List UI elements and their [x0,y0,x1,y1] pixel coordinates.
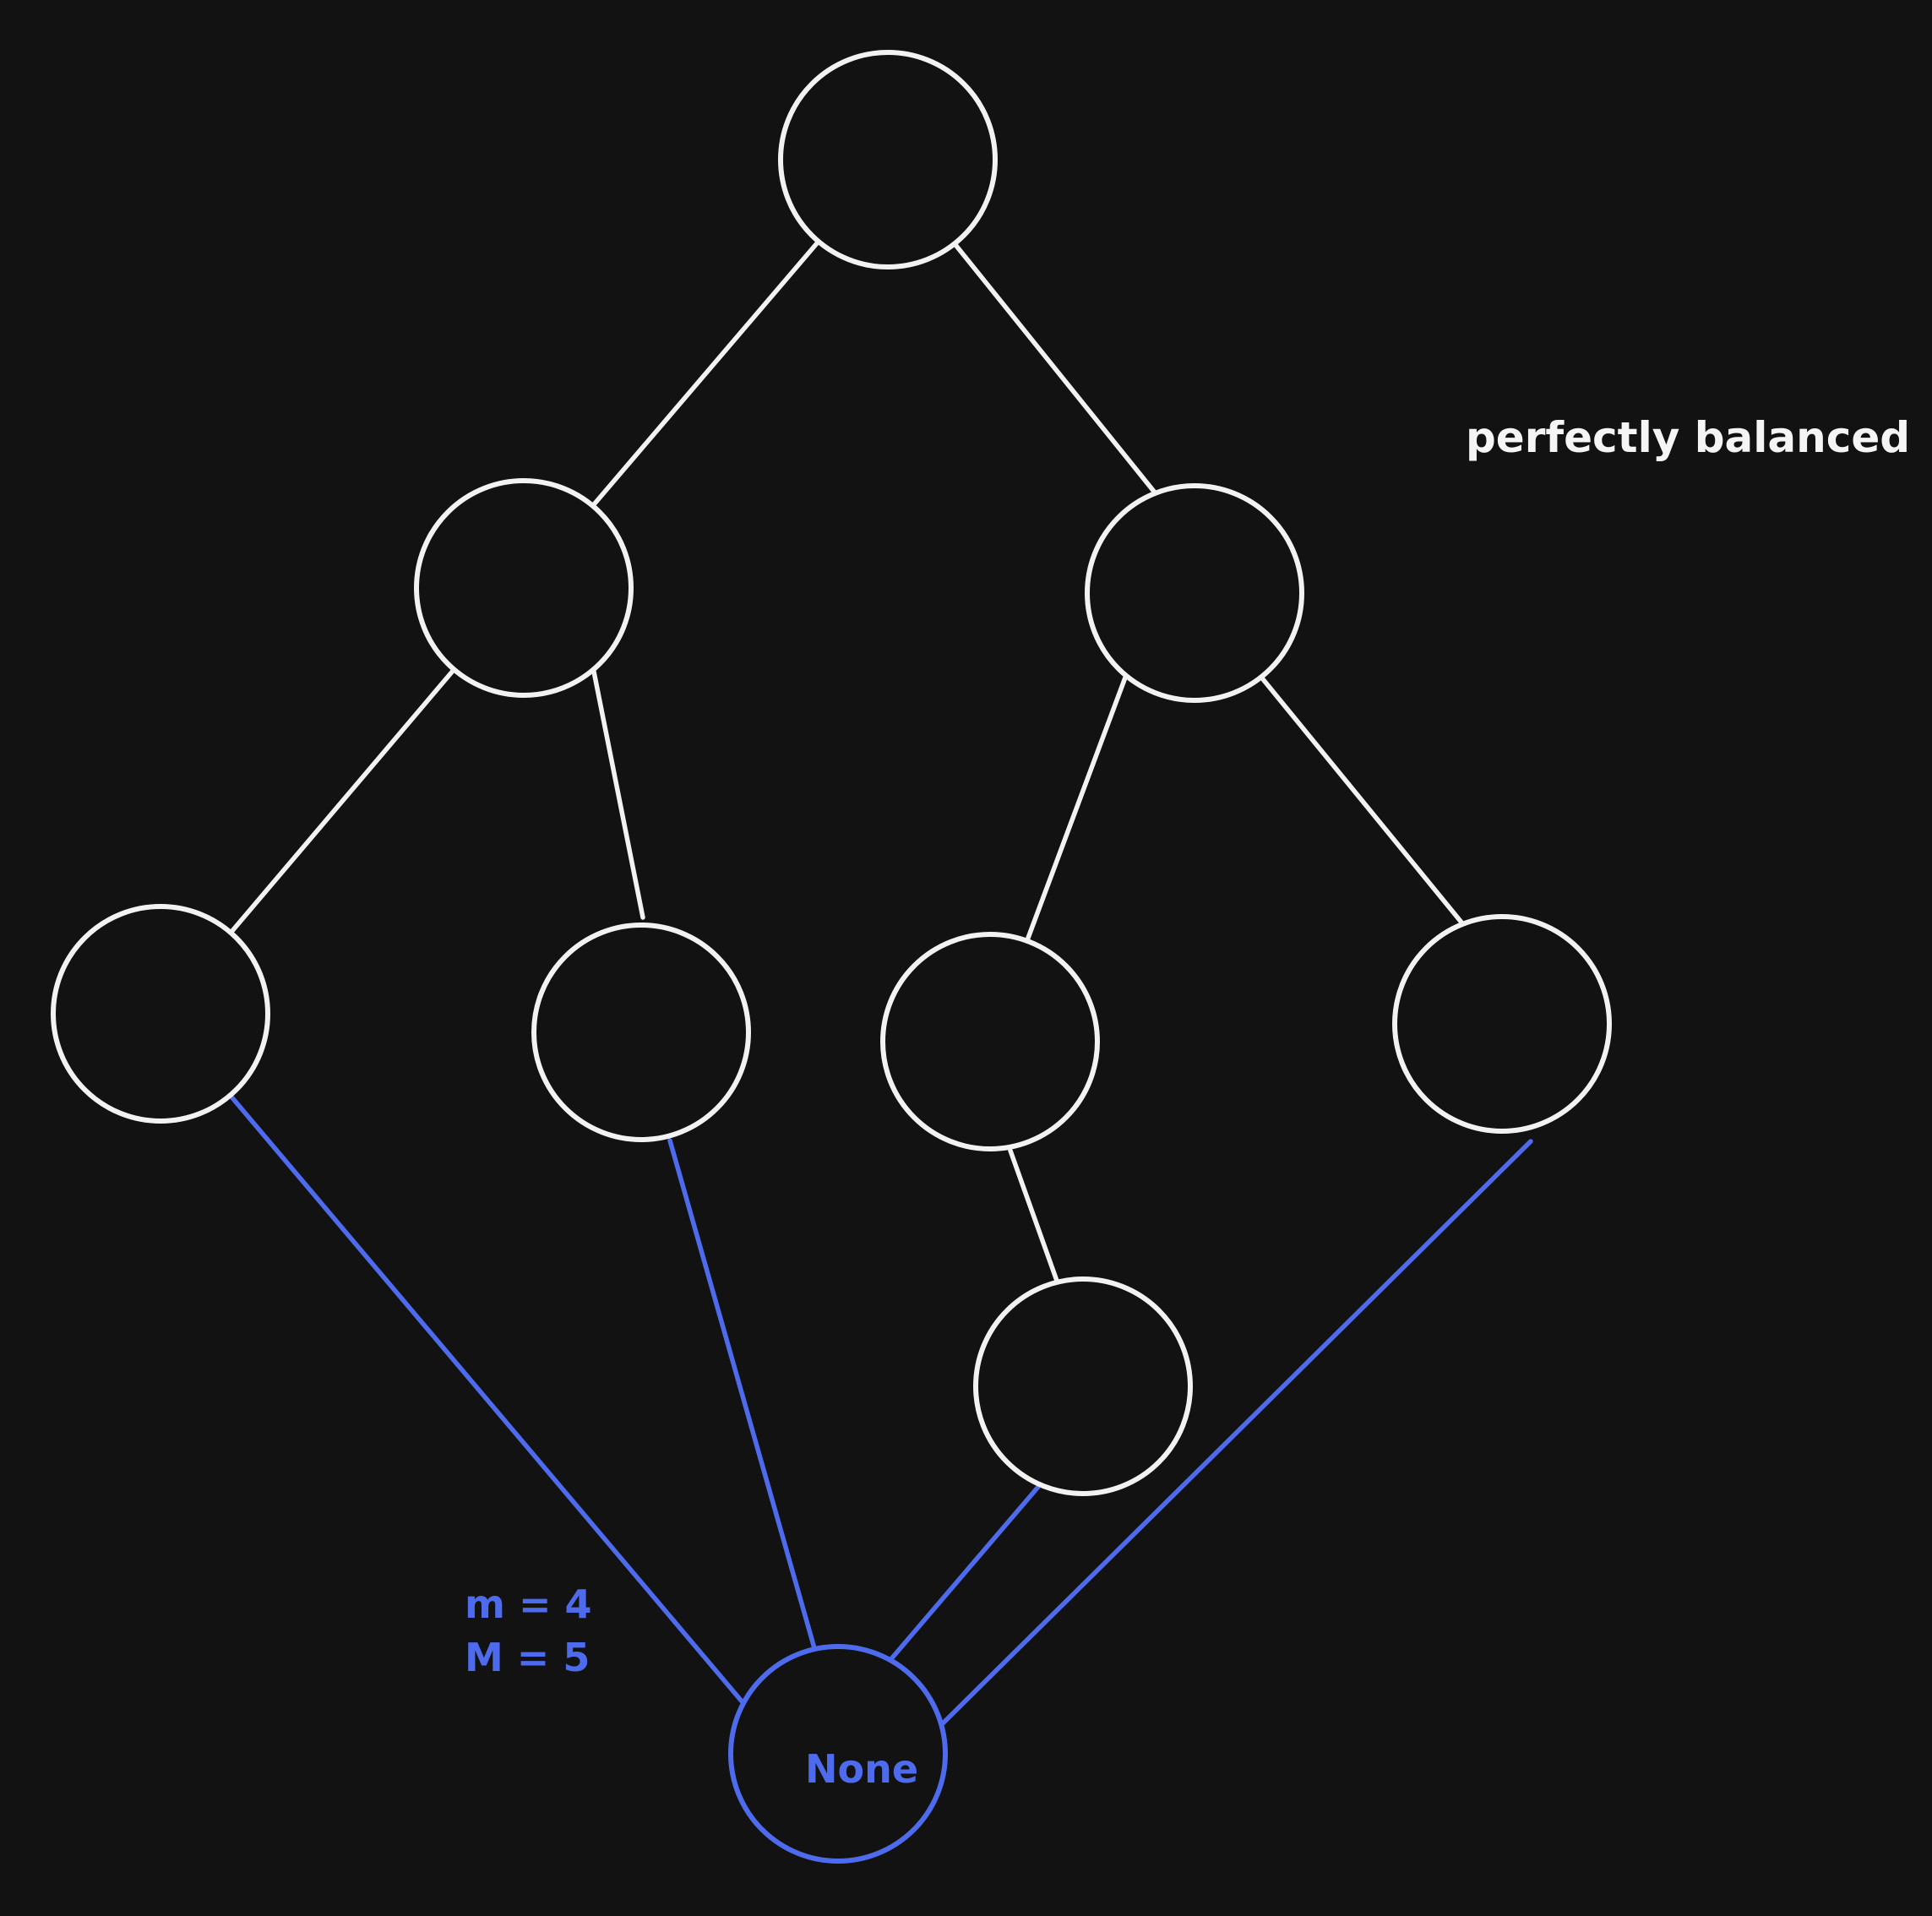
edge-root-left [592,241,819,506]
node-left [414,478,634,698]
edge-grandchild-none [887,1484,1041,1663]
annotation-max: M = 5 [465,1635,590,1680]
node-none-sentinel [728,1644,948,1864]
node-leaf-1 [51,904,270,1124]
edge-left-leaf1 [229,667,456,934]
node-root [778,50,998,269]
edge-leaf2-none [667,1138,817,1651]
node-leaf-2 [531,923,751,1142]
edge-leaf4-none [939,1139,1533,1728]
diagram-title: perfectly balanced [1466,413,1910,462]
annotation-min: m = 4 [465,1581,592,1627]
edge-leaf1-none [227,1092,745,1705]
edge-child-grandchild [1008,1148,1059,1283]
node-right-left-child [880,932,1100,1151]
edge-right-leaf4 [1260,677,1465,926]
node-grandchild [973,1276,1193,1496]
edge-root-right [954,243,1157,495]
sentinel-label: None [805,1746,918,1792]
edge-left-leaf2 [591,669,645,920]
node-leaf-4 [1392,914,1612,1134]
node-right [1085,483,1304,703]
edge-right-child [1025,675,1128,943]
